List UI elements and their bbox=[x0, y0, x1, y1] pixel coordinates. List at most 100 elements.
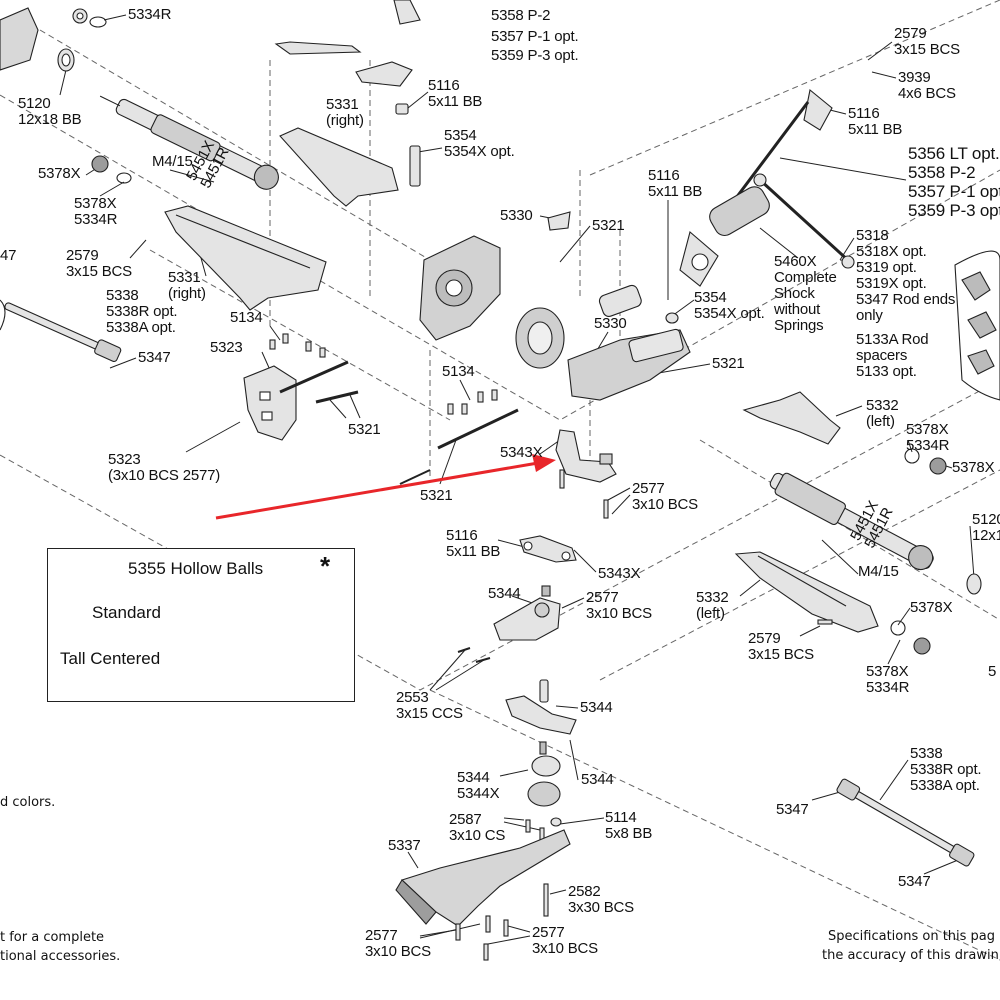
part-label-p5347-left: 5347 bbox=[138, 350, 171, 366]
servo-mount-5344-a bbox=[493, 597, 561, 641]
part-label-p5338-left: 5338 5338R opt. 5338A opt. bbox=[106, 288, 178, 336]
part-label-p5378x-right-low: 5378X bbox=[910, 600, 953, 616]
clip-5334r-top bbox=[89, 16, 107, 28]
part-label-p2579-right-low: 2579 3x15 BCS bbox=[748, 631, 814, 663]
clip-5378x-right bbox=[904, 448, 920, 464]
skid-plate-5337 bbox=[400, 829, 571, 927]
part-label-p5-edge: 5 bbox=[988, 664, 997, 680]
rod-5318 bbox=[758, 178, 852, 264]
bearing-5116-mid bbox=[665, 312, 679, 324]
note-accuracy: the accuracy of this drawin bbox=[822, 948, 999, 963]
part-label-p5378x-5334r-right: 5378X 5334R bbox=[906, 422, 950, 454]
part-label-p5354-mid: 5354 5354X opt. bbox=[694, 290, 765, 322]
legend-title: 5355 Hollow Balls bbox=[128, 559, 264, 578]
steering-arm-top bbox=[355, 61, 413, 87]
part-label-p5330-top: 5330 bbox=[500, 208, 533, 224]
part-label-p5134-center: 5134 bbox=[442, 364, 475, 380]
tire-edge-right bbox=[954, 250, 1000, 401]
part-label-p2579-right: 2579 3x15 BCS bbox=[894, 26, 960, 58]
rod-5321-left-a bbox=[279, 360, 349, 394]
part-label-p5331-right-low: 5331 (right) bbox=[168, 270, 206, 302]
part-label-p5344-b: 5344 bbox=[580, 700, 613, 716]
part-label-p5321-left: 5321 bbox=[348, 422, 381, 438]
part-label-p5133a: 5133A Rod spacers 5133 opt. bbox=[856, 332, 929, 380]
part-label-pm415-right: M4/15 bbox=[858, 564, 899, 580]
bracket-5343x bbox=[555, 429, 617, 483]
steering-link-top bbox=[274, 41, 362, 55]
part-label-p2582: 2582 3x30 BCS bbox=[568, 884, 634, 916]
part-label-p5321-top: 5321 bbox=[592, 218, 625, 234]
part-label-p5134-left: 5134 bbox=[230, 310, 263, 326]
part-label-p5378x-5334r-right-low: 5378X 5334R bbox=[866, 664, 910, 696]
axle-right bbox=[836, 778, 975, 867]
part-label-p2577-bottom-left: 2577 3x10 BCS bbox=[365, 928, 431, 960]
part-label-p5354-center: 5354 5354X opt. bbox=[444, 128, 515, 160]
part-label-p5358-top: 5358 P-2 bbox=[491, 8, 551, 24]
part-label-pm415-left: M4/15 bbox=[152, 154, 193, 170]
rod-5321-left-b bbox=[315, 390, 359, 404]
pin-5344-b bbox=[539, 679, 549, 703]
bulkhead-5323 bbox=[243, 365, 297, 441]
part-label-p5356: 5356 LT opt. bbox=[908, 145, 1000, 163]
part-label-p5357-right: 5357 P-1 opt. bbox=[908, 183, 1000, 201]
note-colors: d colors. bbox=[0, 795, 56, 810]
part-label-p5344-c: 5344 bbox=[581, 772, 614, 788]
part-label-p5343x-low: 5343X bbox=[598, 566, 641, 582]
part-label-p5321-center: 5321 bbox=[420, 488, 453, 504]
upper-arm-5332-right bbox=[742, 391, 841, 445]
driveshaft-left bbox=[99, 95, 279, 190]
clip-5378x-left bbox=[91, 155, 109, 173]
part-label-p5347-right-top: 5347 bbox=[776, 802, 809, 818]
part-label-p5334r-top: 5334R bbox=[128, 7, 172, 23]
screws-5134-center bbox=[447, 389, 498, 415]
part-label-p5344-5344x: 5344 5344X bbox=[457, 770, 500, 802]
part-label-p5116-mid: 5116 5x11 BB bbox=[648, 168, 703, 200]
part-label-p5460x: 5460X Complete Shock without Springs bbox=[774, 254, 837, 334]
bearing-5116-top bbox=[395, 103, 409, 115]
part-label-p5318: 5318 5318X opt. 5319 opt. 5319X opt. 534… bbox=[856, 228, 956, 324]
part-label-p5378x-right-edge: 5378X bbox=[952, 460, 995, 476]
upper-arm-5331-upper bbox=[279, 127, 399, 207]
lower-arm-5332-right bbox=[734, 551, 879, 633]
bracket-5330 bbox=[547, 211, 571, 231]
part-label-p2579-left: 2579 3x15 BCS bbox=[66, 248, 132, 280]
part-label-p5359-top: 5359 P-3 opt. bbox=[491, 48, 579, 64]
part-label-p5378x-5334r-left: 5378X 5334R bbox=[74, 196, 118, 228]
part-label-p5347-right-bottom: 5347 bbox=[898, 874, 931, 890]
shock-5460x bbox=[679, 88, 833, 287]
part-label-p2577-center: 2577 3x10 BCS bbox=[632, 481, 698, 513]
hollow-balls-legend: 5355 Hollow Balls * Standard Tall Center… bbox=[47, 548, 355, 702]
part-label-p2553: 2553 3x15 CCS bbox=[396, 690, 463, 722]
hub-top-left bbox=[0, 7, 39, 71]
arm-5344-b bbox=[505, 695, 577, 735]
part-label-p5337: 5337 bbox=[388, 838, 421, 854]
part-label-p5114: 5114 5x8 BB bbox=[605, 810, 653, 842]
part-label-p5357-top: 5357 P-1 opt. bbox=[491, 29, 579, 45]
part-label-p5116-right: 5116 5x11 BB bbox=[848, 106, 903, 138]
part-label-p5332-right-top: 5332 (left) bbox=[866, 398, 899, 430]
center-diff bbox=[515, 284, 642, 369]
part-label-p47-edge: 47 bbox=[0, 248, 17, 264]
lower-arm-5331-lower bbox=[164, 205, 327, 311]
mount-5344-c bbox=[527, 781, 561, 807]
part-label-p5338-right: 5338 5338R opt. 5338A opt. bbox=[910, 746, 982, 794]
screws-5134-left bbox=[269, 333, 326, 358]
part-label-p5344-a: 5344 bbox=[488, 586, 521, 602]
part-label-p5321-mid: 5321 bbox=[712, 356, 745, 372]
screw-2582 bbox=[543, 883, 549, 917]
legend-star: * bbox=[320, 551, 331, 581]
axle-left bbox=[4, 302, 122, 363]
part-label-p5330-mid: 5330 bbox=[594, 316, 627, 332]
part-label-p5323-top: 5323 bbox=[210, 340, 243, 356]
part-label-p5358-right: 5358 P-2 bbox=[908, 164, 976, 182]
note-specifications: Specifications on this pag bbox=[828, 929, 996, 944]
part-label-p5120-left: 5120 12x18 BB bbox=[18, 96, 82, 128]
legend-standard: Standard bbox=[92, 603, 161, 622]
part-label-p2577-low: 2577 3x10 BCS bbox=[586, 590, 652, 622]
part-label-p5323-bottom: 5323 (3x10 BCS 2577) bbox=[108, 452, 221, 484]
red-arrow bbox=[215, 454, 556, 520]
driveshaft-right bbox=[769, 472, 934, 571]
rod-5321-center bbox=[437, 408, 519, 450]
part-label-p5343x-top: 5343X bbox=[500, 445, 543, 461]
